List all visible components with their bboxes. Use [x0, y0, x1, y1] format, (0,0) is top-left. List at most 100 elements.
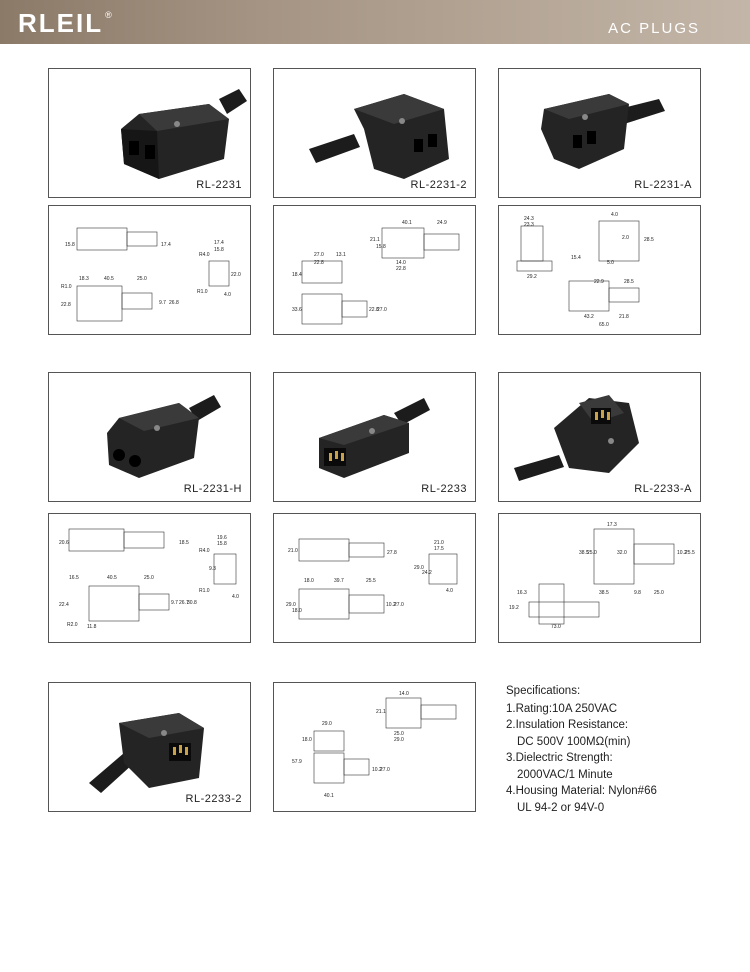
- svg-text:15.8: 15.8: [214, 247, 224, 253]
- product-card-rl-2231-2: RL-2231-2: [273, 68, 476, 198]
- spec-line: DC 500V 100MΩ(min): [517, 735, 631, 748]
- svg-text:4.0: 4.0: [224, 292, 231, 298]
- svg-text:14.0: 14.0: [396, 260, 406, 266]
- product-card-rl-2233-2: RL-2233-2: [48, 682, 251, 812]
- model-label: RL-2233-2: [185, 793, 242, 805]
- svg-text:29.0: 29.0: [414, 565, 424, 571]
- header-bar: RLEIL® AC PLUGS: [0, 0, 750, 44]
- svg-text:25.0: 25.0: [137, 276, 147, 282]
- svg-text:33.6: 33.6: [292, 307, 302, 313]
- svg-text:28.5: 28.5: [624, 279, 634, 285]
- svg-text:21.1: 21.1: [376, 709, 386, 715]
- specs-title: Specifications:: [506, 685, 581, 697]
- svg-text:25.0: 25.0: [587, 550, 597, 556]
- svg-text:24.9: 24.9: [437, 220, 447, 226]
- svg-text:4.0: 4.0: [611, 212, 618, 218]
- svg-text:4.0: 4.0: [232, 594, 239, 600]
- svg-text:25.5: 25.5: [685, 550, 695, 556]
- svg-text:29.0: 29.0: [394, 737, 404, 743]
- svg-text:14.0: 14.0: [399, 691, 409, 697]
- svg-text:R4.0: R4.0: [199, 548, 210, 554]
- svg-text:40.1: 40.1: [402, 220, 412, 226]
- svg-text:29.2: 29.2: [527, 274, 537, 280]
- svg-text:22.8: 22.8: [396, 266, 406, 272]
- svg-text:17.4: 17.4: [161, 242, 171, 248]
- model-label: RL-2231-A: [634, 179, 692, 191]
- model-label: RL-2233: [421, 483, 467, 495]
- svg-text:43.2: 43.2: [584, 314, 594, 320]
- plug-photo-icon: [89, 713, 204, 793]
- svg-text:18.3: 18.3: [79, 276, 89, 282]
- spec-line: 1.Rating:10A 250VAC: [506, 702, 618, 715]
- svg-text:9.3: 9.3: [209, 566, 216, 572]
- drawing-icon: 14.021.1 25.029.0 29.018.0 57.910.227.0 …: [292, 691, 457, 799]
- svg-text:18.5: 18.5: [179, 540, 189, 546]
- registered-mark: ®: [105, 10, 114, 20]
- svg-text:27.0: 27.0: [380, 767, 390, 773]
- specifications-block: Specifications: 1.Rating:10A 250VAC 2.In…: [506, 683, 736, 816]
- svg-text:15.8: 15.8: [376, 244, 386, 250]
- svg-text:10.2: 10.2: [372, 767, 382, 773]
- svg-text:11.8: 11.8: [87, 624, 97, 630]
- svg-text:27.0: 27.0: [377, 307, 387, 313]
- svg-text:10.2: 10.2: [677, 550, 687, 556]
- svg-text:27.8: 27.8: [387, 550, 397, 556]
- plug-photo-icon: [541, 94, 665, 169]
- svg-text:22.4: 22.4: [59, 602, 69, 608]
- svg-text:40.1: 40.1: [324, 793, 334, 799]
- svg-text:17.5: 17.5: [434, 546, 444, 552]
- model-label: RL-2233-A: [634, 483, 692, 495]
- svg-text:28.5: 28.5: [644, 237, 654, 243]
- spec-line: 2.Insulation Resistance:: [506, 719, 629, 731]
- svg-text:23.3: 23.3: [524, 222, 534, 228]
- plug-photo-icon: [309, 94, 449, 179]
- svg-text:18.0: 18.0: [302, 737, 312, 743]
- svg-text:4.0: 4.0: [446, 588, 453, 594]
- svg-text:16.5: 16.5: [69, 575, 79, 581]
- svg-text:22.0: 22.0: [231, 272, 241, 278]
- svg-text:9.7: 9.7: [159, 300, 166, 306]
- svg-text:15.4: 15.4: [571, 255, 581, 261]
- product-card-rl-2233-a: RL-2233-A: [498, 372, 701, 502]
- svg-text:R4.0: R4.0: [199, 252, 210, 258]
- svg-text:15.8: 15.8: [65, 242, 75, 248]
- svg-text:19.6: 19.6: [217, 535, 227, 541]
- svg-text:25.0: 25.0: [144, 575, 154, 581]
- svg-text:22.8: 22.8: [314, 260, 324, 266]
- svg-text:73.0: 73.0: [551, 624, 561, 630]
- model-label: RL-2231-H: [183, 483, 242, 495]
- svg-text:26.8: 26.8: [169, 300, 179, 306]
- svg-text:25.0: 25.0: [394, 731, 404, 737]
- svg-text:15.8: 15.8: [217, 541, 227, 547]
- svg-text:57.9: 57.9: [292, 759, 302, 765]
- svg-text:R1.0: R1.0: [61, 284, 72, 290]
- svg-text:29.0: 29.0: [322, 721, 332, 727]
- svg-text:25.0: 25.0: [654, 590, 664, 596]
- spec-line: 4.Housing Material: Nylon#66: [506, 785, 657, 797]
- svg-text:10.2: 10.2: [386, 602, 396, 608]
- plug-photo-icon: [514, 395, 639, 481]
- svg-text:40.5: 40.5: [104, 276, 114, 282]
- svg-text:27.0: 27.0: [394, 602, 404, 608]
- svg-text:21.1: 21.1: [370, 237, 380, 243]
- svg-text:19.2: 19.2: [509, 605, 519, 611]
- svg-text:5.0: 5.0: [607, 260, 614, 266]
- svg-text:R1.0: R1.0: [197, 289, 208, 295]
- spec-line: UL 94-2 or 94V-0: [517, 801, 605, 814]
- product-card-rl-2231-h: RL-2231-H: [48, 372, 251, 502]
- svg-text:18.0: 18.0: [304, 578, 314, 584]
- svg-text:R2.0: R2.0: [67, 622, 78, 628]
- svg-text:24.2: 24.2: [422, 570, 432, 576]
- svg-text:17.4: 17.4: [214, 240, 224, 246]
- svg-text:21.0: 21.0: [434, 540, 444, 546]
- model-label: RL-2231: [196, 179, 242, 191]
- svg-text:26.7: 26.7: [179, 600, 189, 606]
- svg-text:38.5: 38.5: [599, 590, 609, 596]
